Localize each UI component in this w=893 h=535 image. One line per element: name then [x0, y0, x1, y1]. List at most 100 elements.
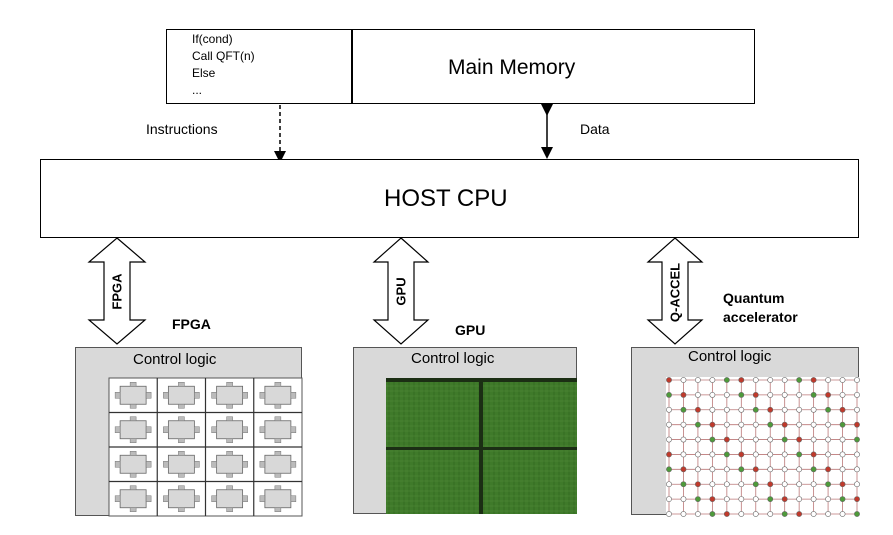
- fpga-io-pin: [114, 426, 121, 433]
- qubit: [666, 406, 672, 413]
- fpga-io-pin: [226, 382, 233, 387]
- quantum-control-logic: Control logic: [688, 348, 772, 365]
- qubit: [723, 436, 730, 443]
- qubit: [781, 496, 788, 503]
- qubit: [738, 496, 745, 503]
- gpu-title: GPU: [455, 322, 486, 338]
- qubit: [666, 391, 672, 398]
- qubit: [680, 406, 687, 413]
- fpga-io-pin: [129, 485, 137, 490]
- qubit: [738, 511, 745, 517]
- gpu-control-logic: Control logic: [411, 350, 495, 367]
- fpga-io-pin: [211, 426, 217, 433]
- fpga-io-pin: [290, 461, 297, 468]
- gpu-divider: [386, 447, 577, 450]
- qubit: [695, 421, 701, 428]
- fpga-io-pin: [145, 495, 152, 502]
- code-line: Call QFT(n): [192, 49, 255, 63]
- qubit: [680, 466, 687, 473]
- fpga-io-pin: [178, 451, 185, 456]
- qubit: [839, 451, 846, 458]
- fpga-io-pin: [259, 495, 266, 502]
- fpga-logic-block: [216, 454, 244, 474]
- qubit: [781, 481, 788, 488]
- qubit: [709, 451, 716, 458]
- qubit: [825, 466, 831, 473]
- qubit: [810, 391, 817, 398]
- qubit: [767, 421, 774, 428]
- fpga-io-pin: [242, 495, 248, 502]
- fpga-io-pin: [145, 392, 152, 399]
- qubit: [738, 421, 745, 428]
- qubit: [723, 496, 730, 503]
- fpga-io-pin: [226, 404, 233, 409]
- fpga-io-pin: [145, 426, 152, 433]
- instructions-label: Instructions: [146, 121, 218, 137]
- qubit: [781, 511, 788, 517]
- qubit: [723, 511, 730, 517]
- qubit: [752, 436, 759, 443]
- fpga-logic-block: [264, 420, 292, 440]
- qubit: [695, 406, 701, 413]
- qubit: [709, 406, 716, 413]
- qubit: [854, 406, 860, 413]
- qubit: [767, 481, 774, 488]
- qubit: [680, 496, 687, 503]
- qubit: [709, 436, 716, 443]
- qubit: [796, 451, 803, 458]
- fpga-io-pin: [259, 392, 266, 399]
- qubit: [810, 421, 817, 428]
- qubit: [695, 451, 701, 458]
- qubit: [709, 466, 716, 473]
- qubit: [680, 377, 687, 383]
- qubit: [767, 391, 774, 398]
- qubit: [839, 466, 846, 473]
- fpga-io-pin: [226, 473, 233, 478]
- qubit: [854, 451, 860, 458]
- fpga-logic-block: [119, 385, 147, 405]
- qubit: [666, 451, 672, 458]
- qubit: [825, 406, 831, 413]
- qubit: [825, 436, 831, 443]
- qubit: [680, 481, 687, 488]
- qubit: [709, 511, 716, 517]
- fpga-io-pin: [242, 461, 248, 468]
- qubit: [781, 391, 788, 398]
- qubit: [738, 406, 745, 413]
- fpga-io-pin: [178, 485, 185, 490]
- fpga-io-pin: [274, 451, 282, 456]
- qaccel-arrow-label: Q-ACCEL: [667, 262, 683, 323]
- qubit: [781, 406, 788, 413]
- qubit: [796, 481, 803, 488]
- qubit: [854, 377, 860, 383]
- fpga-logic-block: [264, 489, 292, 509]
- qubit: [825, 481, 831, 488]
- fpga-io-pin: [145, 461, 152, 468]
- qubit: [695, 511, 701, 517]
- fpga-logic-block: [119, 420, 147, 440]
- code-line: If(cond): [192, 32, 233, 46]
- fpga-io-pin: [290, 392, 297, 399]
- qubit: [738, 377, 745, 383]
- qubit: [854, 481, 860, 488]
- qubit: [796, 377, 803, 383]
- fpga-io-pin: [259, 461, 266, 468]
- qubit: [695, 436, 701, 443]
- qubit: [695, 481, 701, 488]
- fpga-io-pin: [129, 416, 137, 421]
- host-cpu-label: HOST CPU: [384, 185, 508, 212]
- fpga-io-pin: [274, 382, 282, 387]
- qubit: [738, 436, 745, 443]
- qubit: [810, 451, 817, 458]
- fpga-io-pin: [211, 461, 217, 468]
- qubit: [854, 466, 860, 473]
- qubit: [666, 377, 672, 383]
- qubit: [723, 377, 730, 383]
- fpga-io-pin: [274, 473, 282, 478]
- qubit: [796, 496, 803, 503]
- qaccel-link-arrow: [646, 237, 704, 345]
- fpga-io-pin: [114, 495, 121, 502]
- fpga-io-pin: [163, 461, 169, 468]
- fpga-io-pin: [211, 392, 217, 399]
